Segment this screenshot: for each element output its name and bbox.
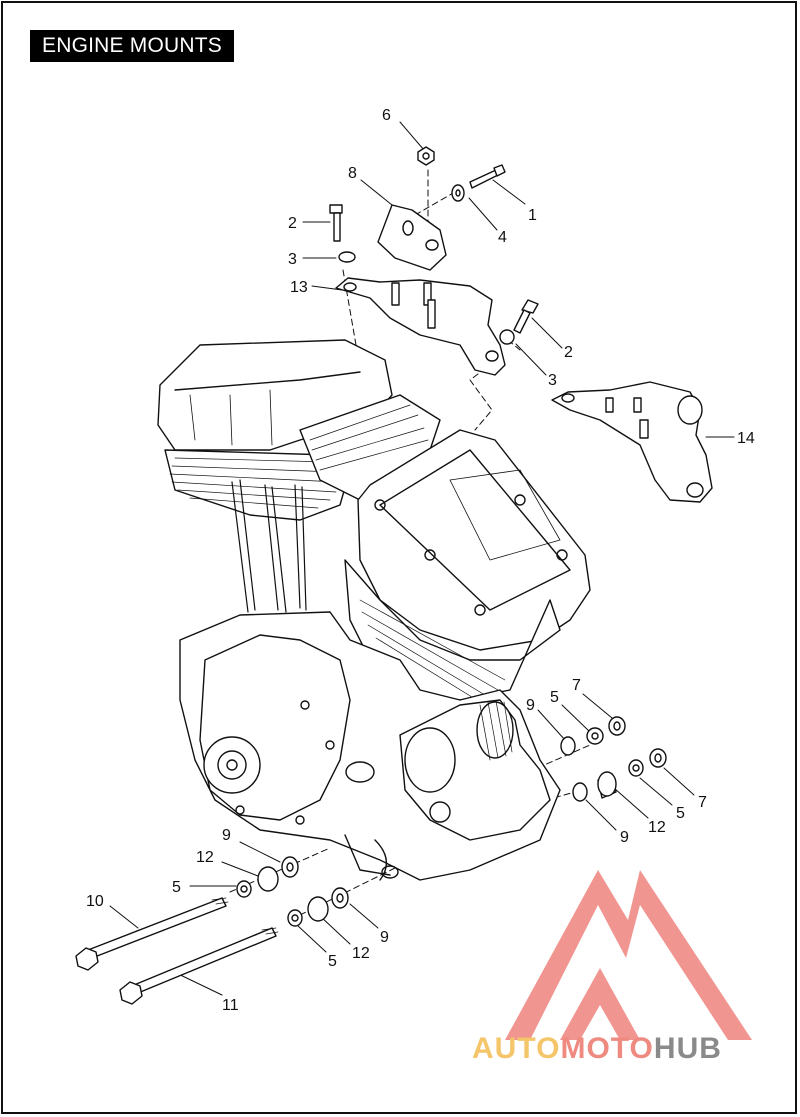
callout-4: 4: [498, 229, 507, 246]
callout-9c: 9: [222, 827, 231, 844]
page-title: ENGINE MOUNTS: [30, 30, 234, 62]
watermark-part-moto: MOTO: [560, 1032, 654, 1065]
upper-spacer-stack: [560, 716, 626, 756]
callout-9a: 9: [526, 697, 535, 714]
watermark-part-hub: HUB: [653, 1032, 722, 1065]
engine-assembly: [157, 339, 591, 881]
watermark-logo-text: AUTOMOTOHUB: [472, 1032, 722, 1066]
watermark-part-auto: AUTO: [472, 1032, 561, 1065]
callout-11: 11: [222, 997, 239, 1014]
callout-labels: 6 8 1 4 2 3 13 2 3 14 9 5 7 7 5 12 9 9 1…: [86, 107, 755, 1014]
callout-7b: 7: [698, 794, 707, 811]
top-mount-hardware: [329, 146, 713, 503]
callout-5d: 5: [328, 953, 337, 970]
callout-9b: 9: [620, 829, 629, 846]
callout-5c: 5: [172, 879, 181, 896]
callout-5a: 5: [550, 689, 559, 706]
callout-8: 8: [348, 165, 357, 182]
left-spacer-stack-upper: [236, 856, 299, 898]
callout-7a: 7: [572, 677, 581, 694]
callout-12c: 12: [352, 945, 370, 962]
through-bolt-11: [119, 927, 279, 1005]
callout-12a: 12: [648, 819, 666, 836]
callout-3b: 3: [548, 372, 557, 389]
callout-13: 13: [290, 279, 308, 296]
callout-12b: 12: [196, 849, 214, 866]
callout-3a: 3: [288, 251, 297, 268]
callout-6: 6: [382, 107, 391, 124]
callout-1: 1: [528, 207, 537, 224]
through-bolt-10: [75, 897, 229, 971]
callout-2b: 2: [564, 344, 573, 361]
callout-10: 10: [86, 893, 104, 910]
callout-9d: 9: [380, 929, 389, 946]
leader-lines: [109, 121, 735, 996]
left-spacer-stack-lower: [287, 887, 349, 927]
callout-5b: 5: [676, 805, 685, 822]
lower-spacer-stack: [572, 748, 667, 802]
callout-14: 14: [737, 430, 755, 447]
callout-2a: 2: [288, 215, 297, 232]
watermark-logo-mark: [505, 870, 752, 1040]
